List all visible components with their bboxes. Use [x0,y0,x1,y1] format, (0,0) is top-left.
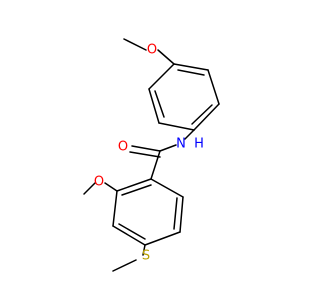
bond-ring2-s [142,244,146,256]
bond-ring2-de [144,231,181,246]
bond-ring1-ab [173,63,209,71]
bond-ring2-ab-inner [121,184,152,196]
bond-carbonyl-o-a [131,145,161,152]
atom-labels-group: O N H O O S [94,43,204,264]
bond-carbonyl-o-b [129,151,161,158]
bond-ring2-cd [112,225,146,246]
bond-carbonyl-ring2 [150,150,161,180]
bond-ring1-ef [148,88,160,124]
atom-label-h: H [194,137,204,152]
bonds-group [83,38,220,272]
atom-label-o-top: O [147,43,157,58]
bond-ring2-ef [179,196,184,233]
bond-ring1-fa [148,63,175,90]
atom-label-s: S [142,249,150,264]
bond-o-top-ring [157,49,175,65]
bond-n-carbonyl [159,144,177,152]
bond-ring2-bc [112,190,118,227]
bond-s-methyl [112,259,137,272]
bond-ring2-ef-inner [173,197,178,230]
bond-ring2-fa [150,178,184,198]
molecule-diagram: O N H O O S [83,38,220,272]
bond-ring1-cd-inner [191,104,213,125]
bond-ring1-cd [193,103,220,131]
bond-methyl-o-top [123,38,147,51]
bond-o-left-methyl [83,182,96,195]
atom-label-n: N [176,137,186,152]
bond-ring2-ab [116,178,152,192]
bond-ring1-de [158,122,195,131]
bond-ring1-n [184,129,195,140]
bond-ring2-cd-inner [118,223,146,240]
bond-ring1-ef-inner [154,90,165,118]
bond-ring1-ab-inner [177,69,205,76]
atom-label-o-left: O [94,175,104,190]
atom-label-o-carbonyl: O [118,140,128,155]
bond-ring2-o-left [104,182,118,192]
bond-ring1-bc [207,69,220,105]
